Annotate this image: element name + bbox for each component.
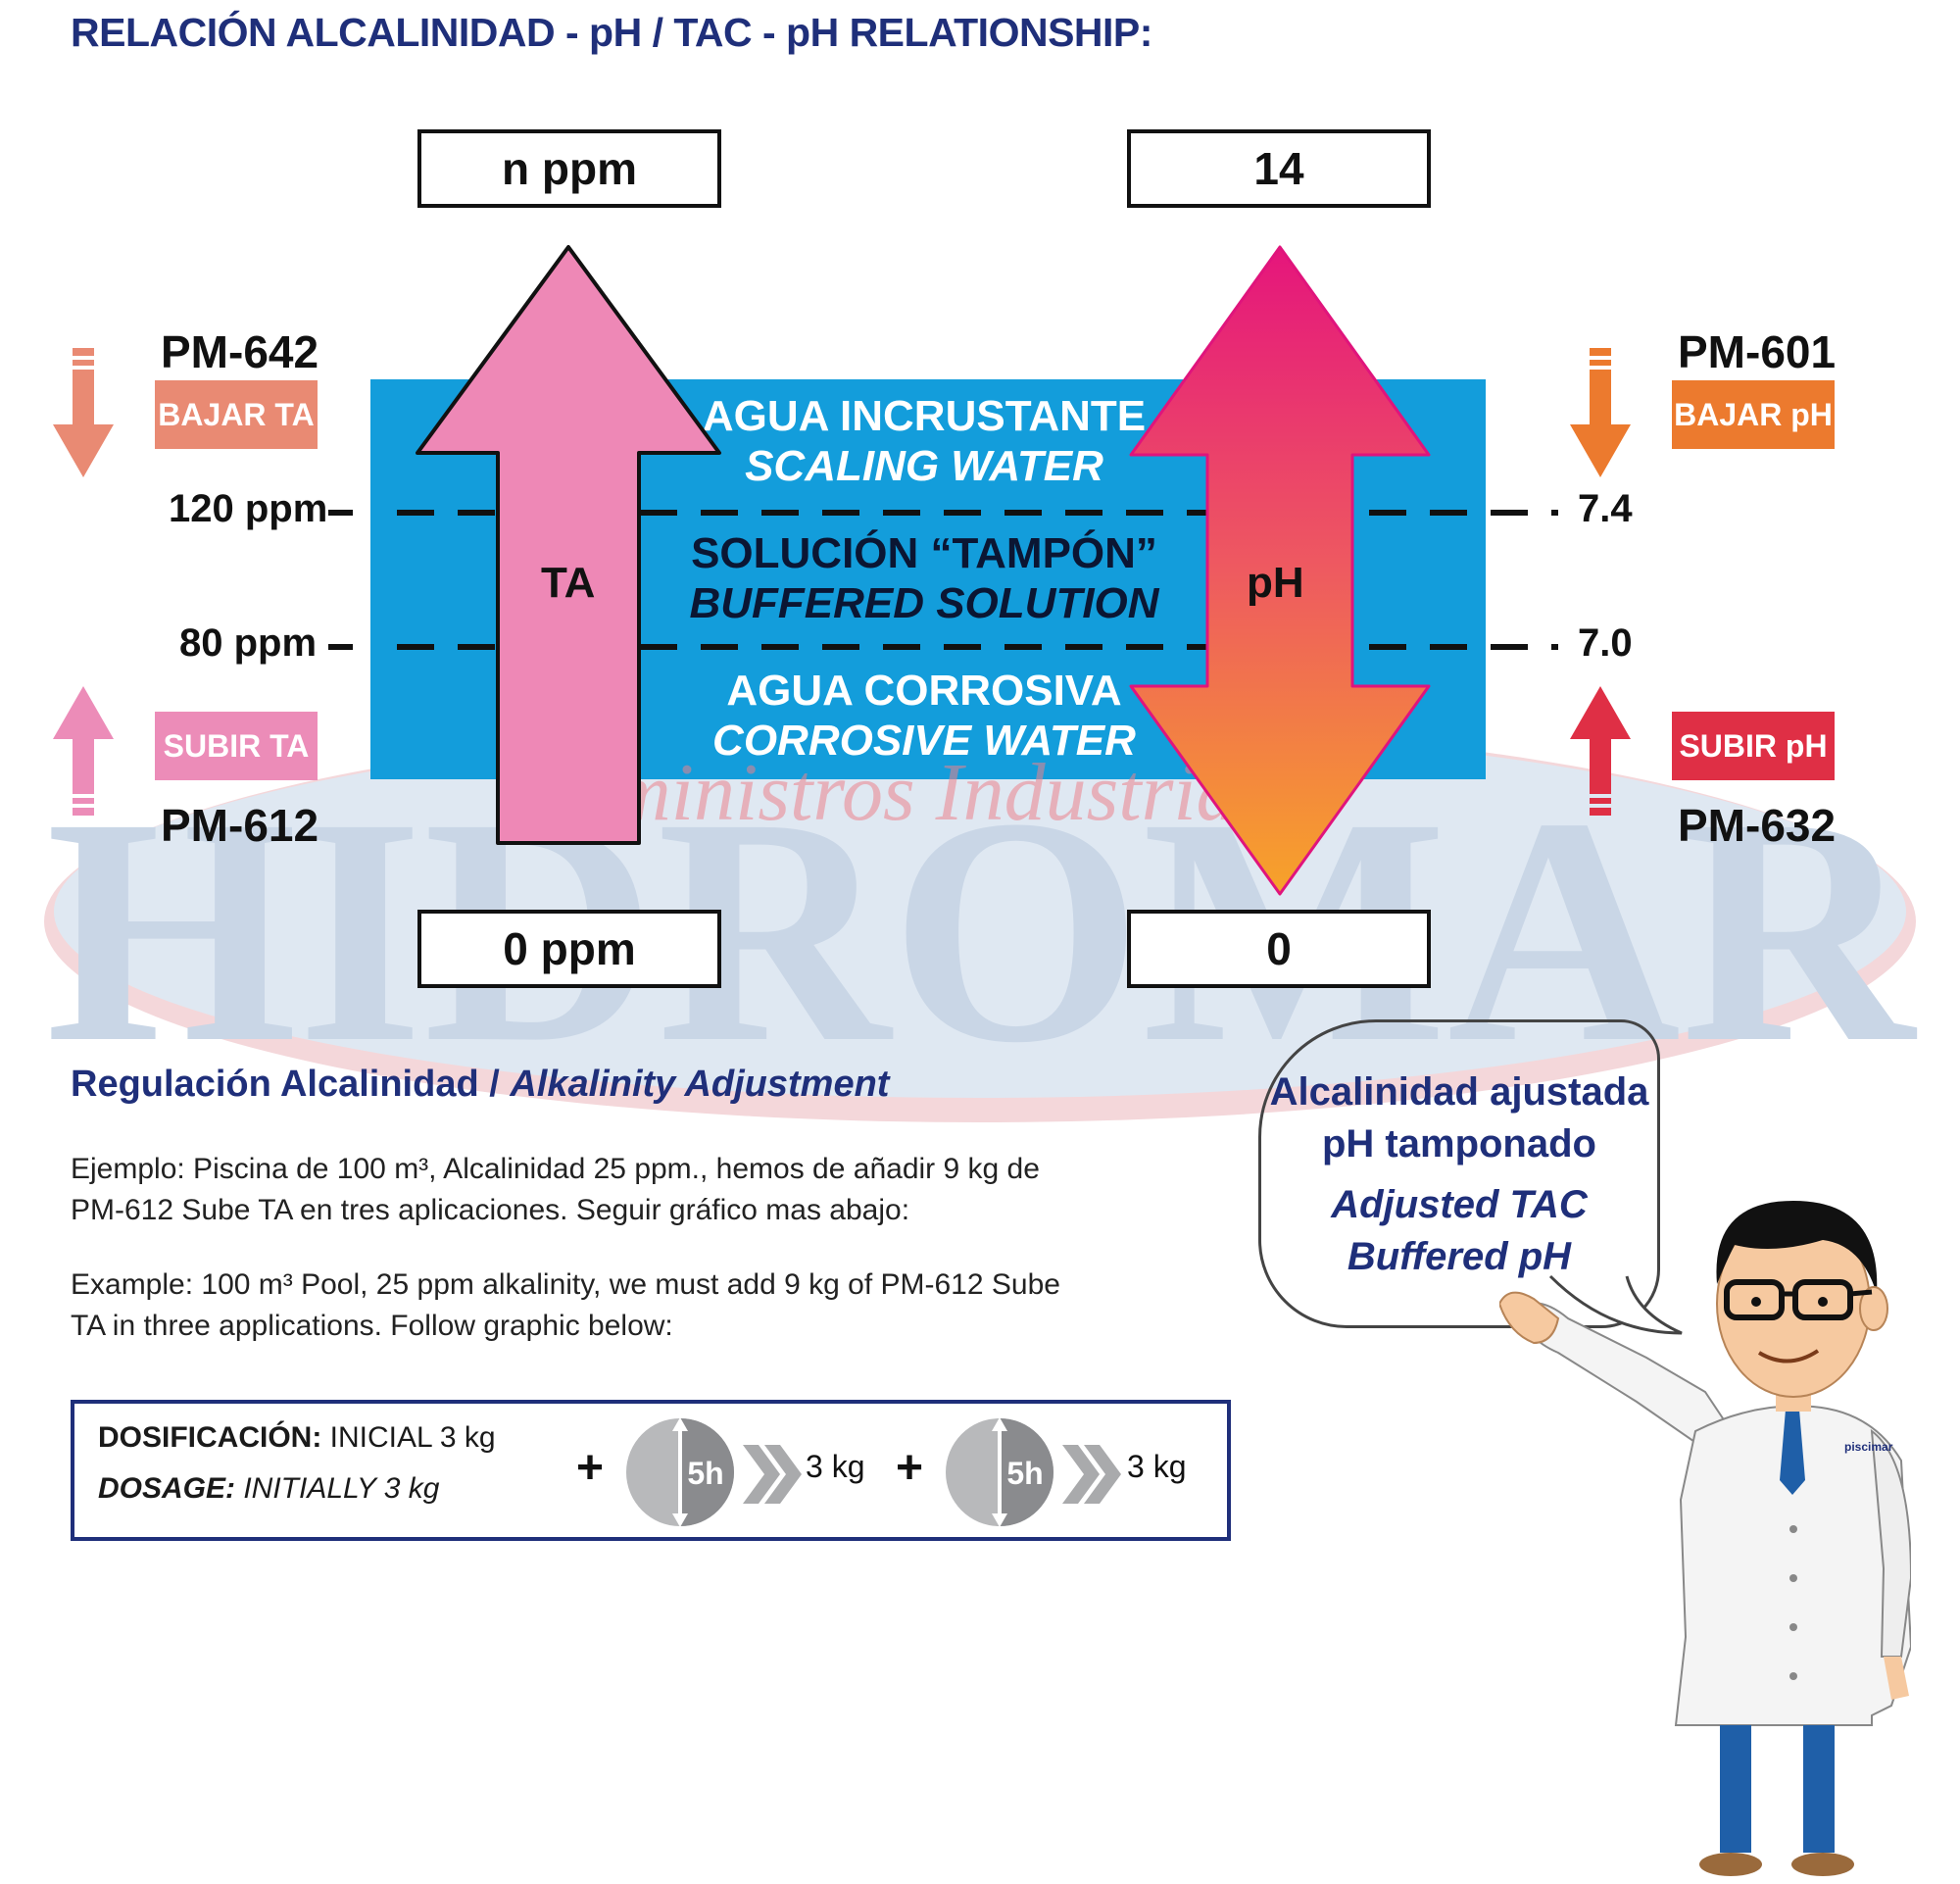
bubble-line-4: Buffered pH [1347, 1235, 1572, 1278]
dosage-label-es: DOSIFICACIÓN: [98, 1421, 322, 1454]
adjustment-heading-en: Alkalinity Adjustment [510, 1064, 890, 1105]
lower-ph-code: PM-601 [1678, 326, 1837, 377]
zone-scaling-es: AGUA INCRUSTANTE [702, 392, 1147, 440]
speech-bubble [1258, 1019, 1660, 1328]
step-amount: 3 kg [806, 1449, 865, 1484]
ta-arrow [416, 245, 721, 845]
example-en-line-1: Example: 100 m³ Pool, 25 ppm alkalinity,… [71, 1268, 1060, 1301]
dosage-box [71, 1400, 1231, 1541]
zone-buffered-es: SOLUCIÓN “TAMPÓN” [691, 529, 1157, 577]
ph-arrow [1129, 245, 1431, 896]
dosage-label-en: DOSAGE: [98, 1472, 236, 1505]
scientist-illustration: piscimar [1499, 1201, 1911, 1876]
step-amount: 3 kg [1127, 1449, 1187, 1484]
speech-bubble-tail [1548, 1274, 1683, 1335]
example-en: Example: 100 m³ Pool, 25 ppm alkalinity,… [71, 1264, 1247, 1347]
ph-arrow-label: pH [1247, 559, 1304, 607]
zone-corrosive-en: CORROSIVE WATER [712, 716, 1136, 765]
bubble-line-3: Adjusted TAC [1331, 1183, 1588, 1226]
adjustment-heading: Regulación Alcalinidad / Alkalinity Adju… [71, 1064, 889, 1106]
down-arrow-icon [53, 348, 114, 477]
dosage-value-es: INICIAL 3 kg [321, 1421, 496, 1454]
heading-separator: / [478, 1064, 511, 1105]
ph-high-mark: 7.4 [1578, 487, 1633, 530]
plus-sign: + [896, 1442, 924, 1494]
zone-buffered-en: BUFFERED SOLUTION [689, 578, 1159, 627]
bubble-line-1: Alcalinidad ajustada [1269, 1070, 1649, 1114]
lower-ph-tag: BAJAR pH [1672, 380, 1835, 449]
dosage-es: DOSIFICACIÓN: INICIAL 3 kg [98, 1421, 496, 1455]
raise-ta-code: PM-612 [161, 800, 319, 851]
zone-corrosive: AGUA CORROSIVA CORROSIVE WATER [630, 667, 1218, 766]
ta-arrow-label: TA [541, 559, 596, 607]
ph-max-box: 14 [1127, 129, 1431, 208]
zone-scaling-en: SCALING WATER [745, 441, 1103, 490]
raise-ph-code: PM-632 [1678, 800, 1837, 851]
example-en-line-2: TA in three applications. Follow graphic… [71, 1310, 673, 1342]
example-es-line-1: Ejemplo: Piscina de 100 m³, Alcalinidad … [71, 1153, 1040, 1185]
up-arrow-icon [53, 686, 114, 816]
page-title: RELACIÓN ALCALINIDAD - pH / TAC - pH REL… [71, 10, 1152, 55]
clock-5h-icon: 5h [946, 1417, 1054, 1527]
example-es-line-2: PM-612 Sube TA en tres aplicaciones. Seg… [71, 1194, 910, 1226]
ta-max-box: n ppm [417, 129, 721, 208]
ta-high-mark: 120 ppm [169, 487, 328, 530]
coat-logo: piscimar [1844, 1440, 1893, 1454]
zone-corrosive-es: AGUA CORROSIVA [726, 667, 1122, 715]
zone-scaling: AGUA INCRUSTANTE SCALING WATER [630, 392, 1218, 491]
wait-label: 5h [687, 1456, 723, 1491]
plus-sign: + [576, 1442, 605, 1494]
ph-low-mark: 7.0 [1578, 621, 1633, 665]
raise-ta-tag: SUBIR TA [155, 712, 318, 780]
adjustment-heading-es: Regulación Alcalinidad [71, 1064, 479, 1105]
ta-low-mark: 80 ppm [179, 621, 318, 665]
lower-ta-tag: BAJAR TA [155, 380, 318, 449]
chevron-right-icon [743, 1445, 802, 1504]
up-arrow-icon [1570, 686, 1631, 816]
dosage-value-en: INITIALLY 3 kg [235, 1472, 440, 1505]
bubble-line-2: pH tamponado [1322, 1122, 1596, 1165]
down-arrow-icon [1570, 348, 1631, 477]
wait-label: 5h [1006, 1456, 1043, 1491]
ta-min-box: 0 ppm [417, 910, 721, 988]
raise-ph-tag: SUBIR pH [1672, 712, 1835, 780]
zone-buffered: SOLUCIÓN “TAMPÓN” BUFFERED SOLUTION [630, 529, 1218, 628]
lower-ta-code: PM-642 [161, 326, 319, 377]
dosage-en: DOSAGE: INITIALLY 3 kg [98, 1472, 439, 1506]
clock-5h-icon: 5h [626, 1417, 734, 1527]
example-es: Ejemplo: Piscina de 100 m³, Alcalinidad … [71, 1149, 1247, 1231]
ph-min-box: 0 [1127, 910, 1431, 988]
chevron-right-icon [1062, 1445, 1121, 1504]
